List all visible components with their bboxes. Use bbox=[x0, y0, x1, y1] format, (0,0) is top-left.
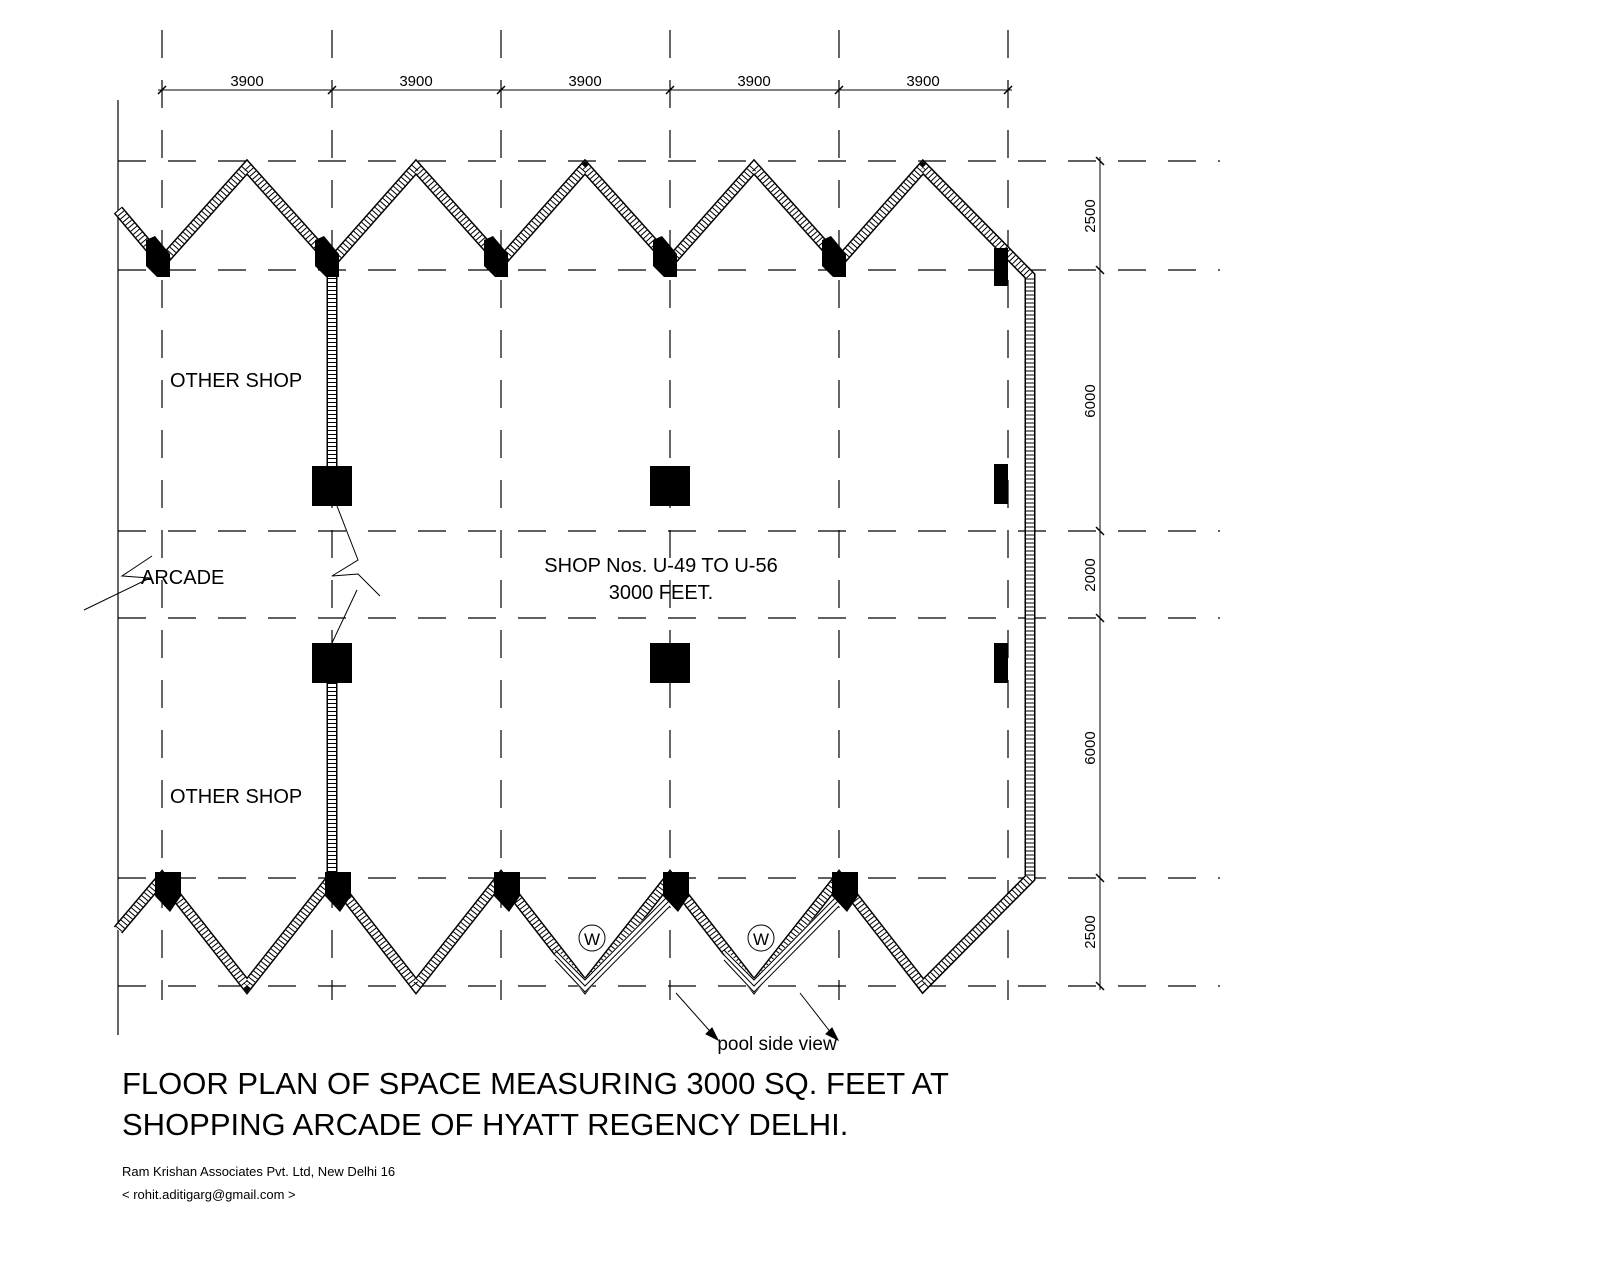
dim-h-4: 3900 bbox=[737, 73, 770, 90]
title-line-1: FLOOR PLAN OF SPACE MEASURING 3000 SQ. F… bbox=[122, 1066, 949, 1101]
label-shop-area: 3000 FEET. bbox=[609, 582, 714, 604]
arcade-break-lines bbox=[83, 505, 381, 644]
dim-h-1: 3900 bbox=[230, 73, 263, 90]
view-arrows bbox=[675, 992, 840, 1042]
credit-email: < rohit.aditigarg@gmail.com > bbox=[122, 1187, 296, 1202]
svg-text:W: W bbox=[584, 930, 600, 949]
top-dimension bbox=[157, 85, 1013, 95]
svg-text:W: W bbox=[753, 930, 769, 949]
walls bbox=[113, 158, 1036, 995]
dim-h-2: 3900 bbox=[399, 73, 432, 90]
label-shop-numbers: SHOP Nos. U-49 TO U-56 bbox=[544, 555, 777, 577]
dim-v-2: 6000 bbox=[1082, 384, 1099, 417]
dim-v-1: 2500 bbox=[1082, 199, 1099, 232]
dim-h-3: 3900 bbox=[568, 73, 601, 90]
columns bbox=[146, 236, 1008, 912]
label-other-shop-top: OTHER SHOP bbox=[170, 370, 302, 392]
title-line-2: SHOPPING ARCADE OF HYATT REGENCY DELHI. bbox=[122, 1107, 848, 1142]
dim-v-4: 6000 bbox=[1082, 731, 1099, 764]
right-dimension bbox=[1095, 156, 1105, 991]
grid-lines bbox=[118, 30, 1220, 1000]
label-pool-view: pool side view bbox=[717, 1034, 837, 1055]
dim-v-3: 2000 bbox=[1082, 558, 1099, 591]
window-marker-2: W bbox=[747, 924, 775, 952]
label-arcade: ARCADE bbox=[141, 567, 224, 589]
credit-company: Ram Krishan Associates Pvt. Ltd, New Del… bbox=[122, 1164, 395, 1179]
window-marker-1: W bbox=[578, 924, 606, 952]
label-other-shop-bottom: OTHER SHOP bbox=[170, 786, 302, 808]
dim-v-5: 2500 bbox=[1082, 915, 1099, 948]
dim-h-5: 3900 bbox=[906, 73, 939, 90]
